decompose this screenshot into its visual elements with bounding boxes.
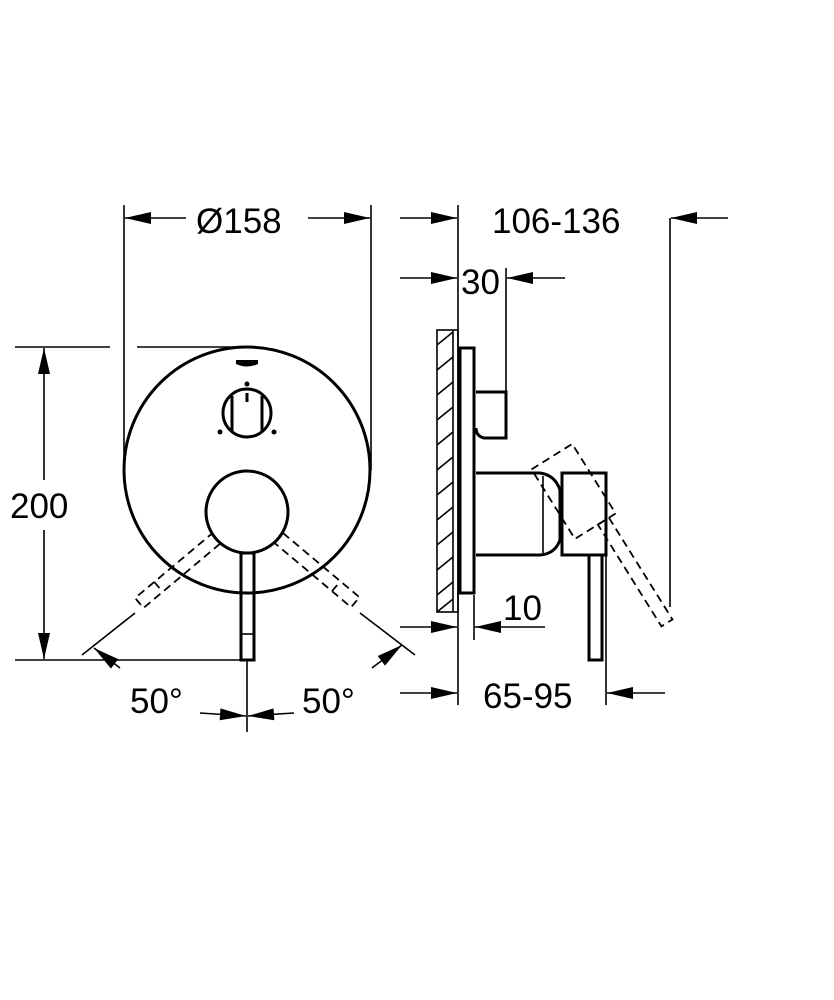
plate-thickness-label: 10 [503,589,542,628]
front-view: 50° 50° Ø158 200 [10,202,416,732]
angle-left-label: 50° [130,682,183,721]
lever-alt-left [133,532,222,610]
lever [239,551,256,662]
diameter-label: Ø158 [196,202,282,241]
angle-right-label: 50° [302,682,355,721]
lever-projection-label: 65-95 [483,677,573,716]
handle-block [560,471,608,557]
lever-alt-side [530,442,674,628]
diverter-knob [221,387,273,439]
height-label: 200 [10,487,68,526]
lever-side [587,553,604,662]
stub-depth-label: 30 [461,263,500,302]
projection-total-label: 106-136 [492,202,620,241]
side-view: 106-136 30 10 65-95 [400,202,728,716]
wall-hatch [436,329,459,613]
logo-mark [236,360,258,367]
diverter-stub [474,390,508,440]
cover-plate-side [458,346,476,595]
mixer-body [476,471,562,557]
lever-alt-right [273,531,361,609]
